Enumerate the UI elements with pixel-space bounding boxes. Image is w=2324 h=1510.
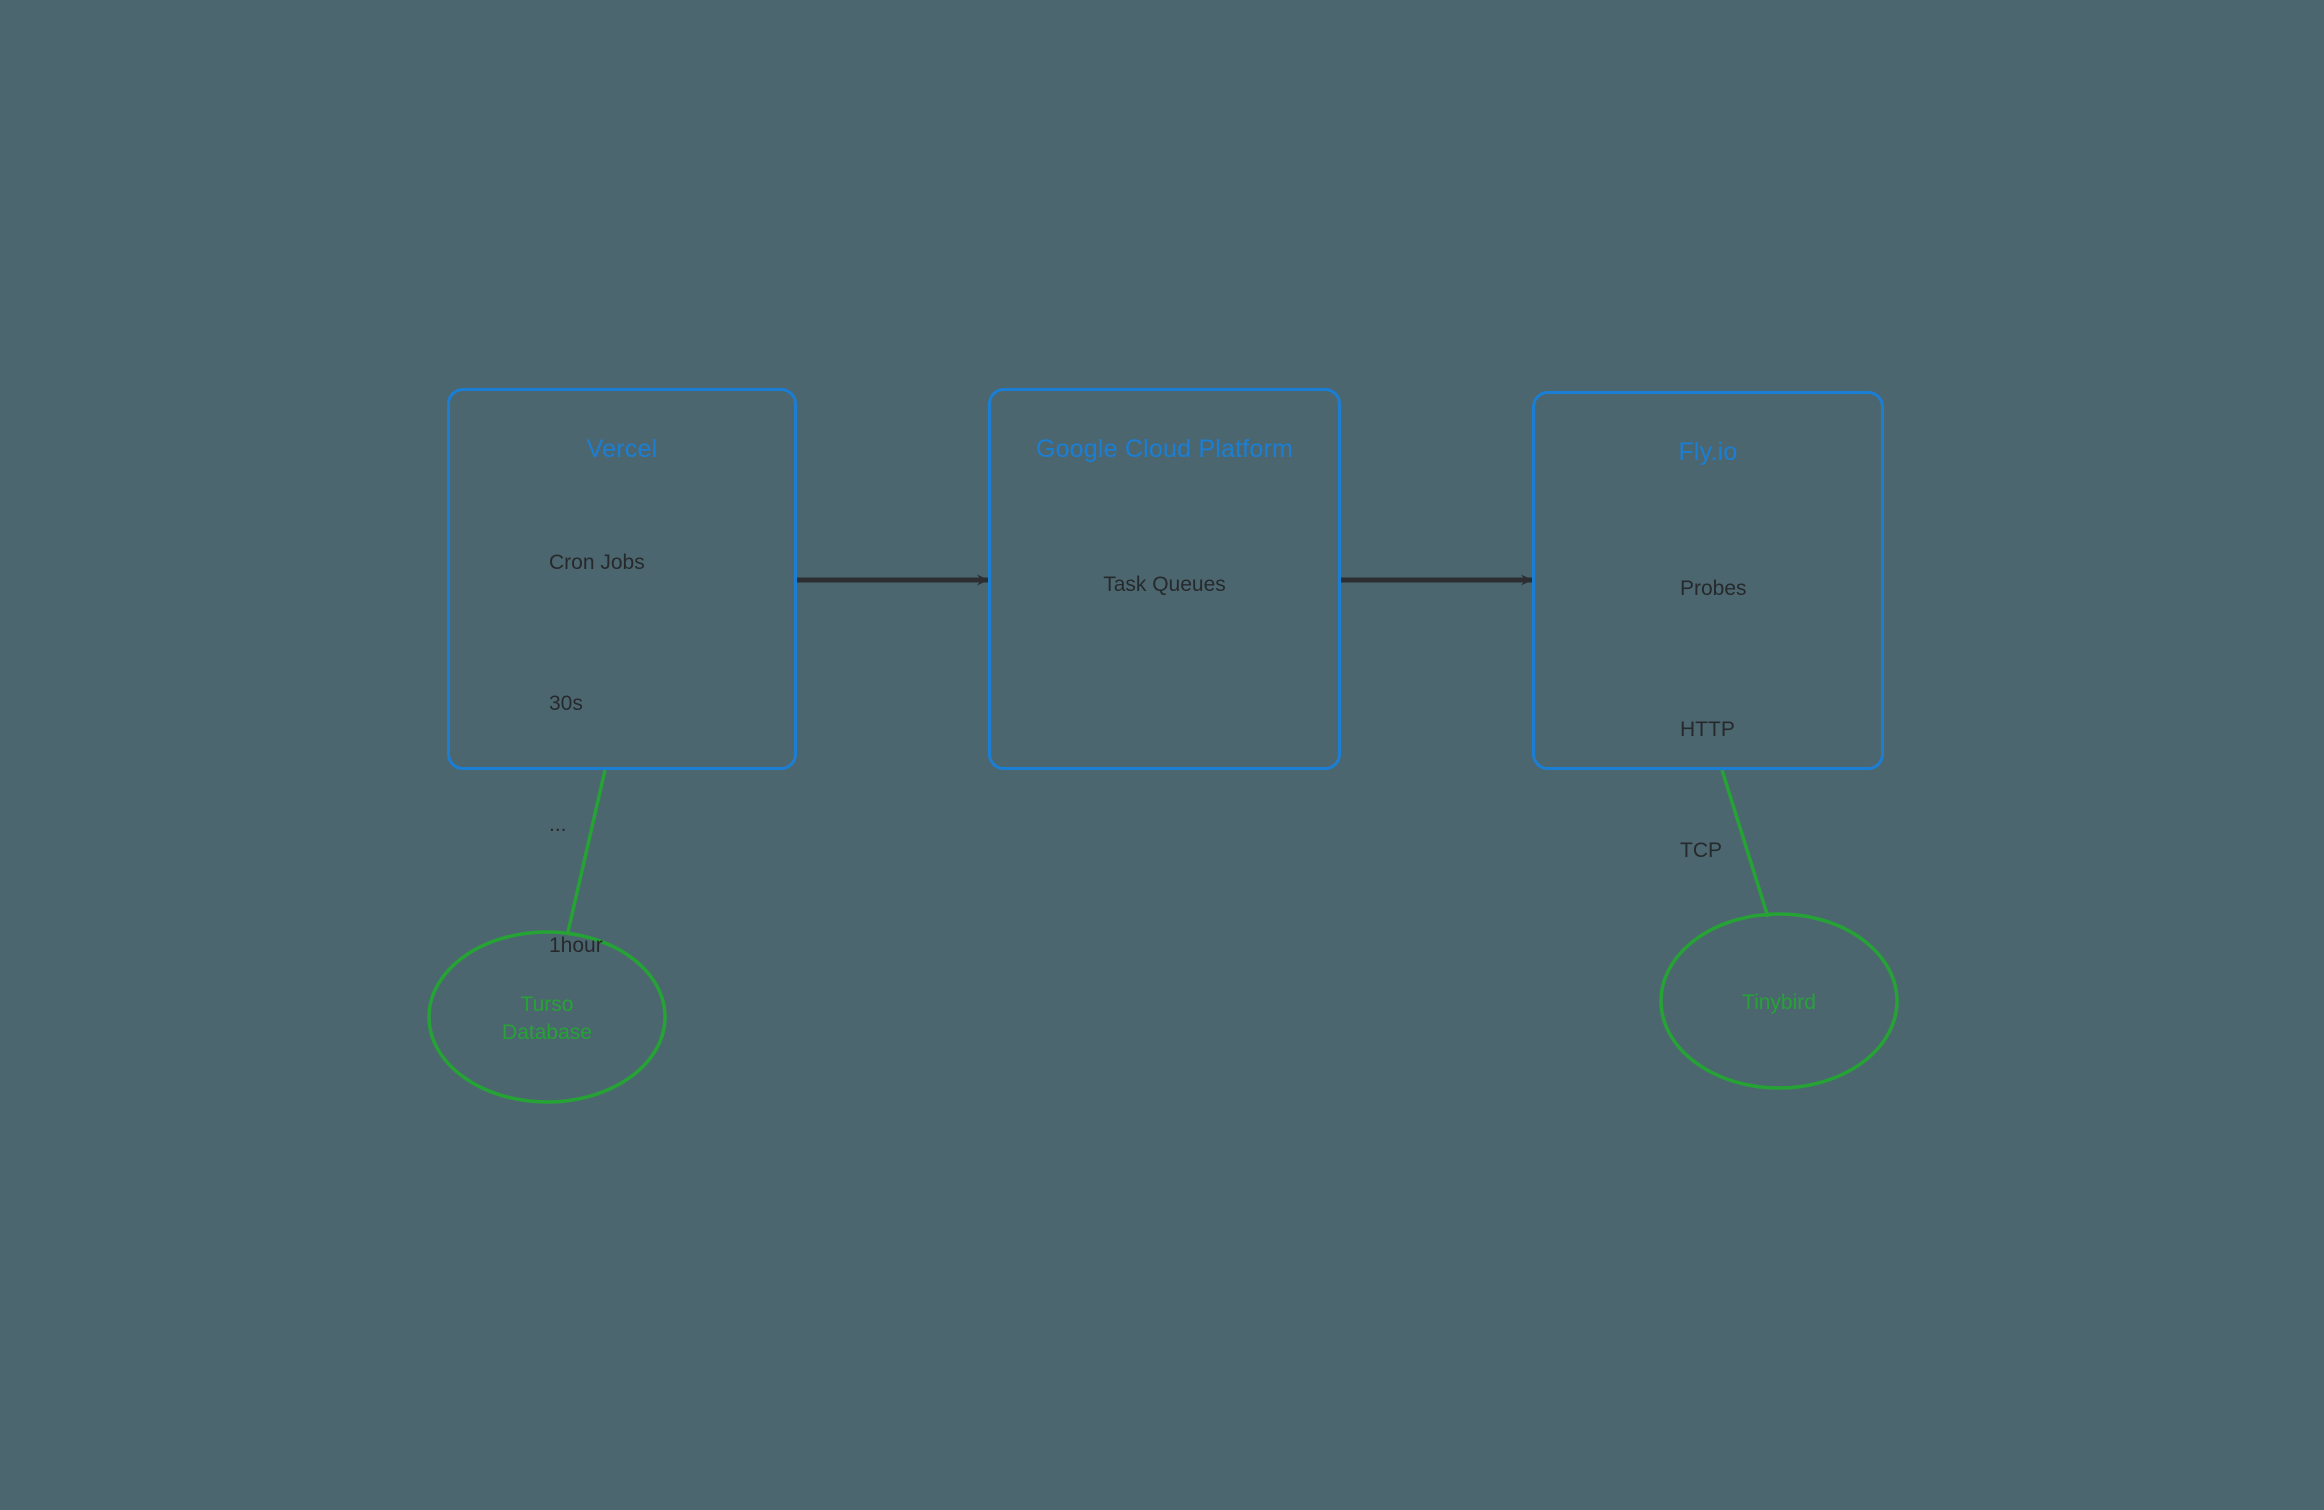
node-flyio-body: Probes HTTP TCP xyxy=(1680,536,1747,903)
spacer xyxy=(549,756,645,772)
node-vercel-body: Cron Jobs 30s ... 1hour xyxy=(549,510,645,998)
node-flyio-line-http: HTTP xyxy=(1680,718,1735,741)
spacer xyxy=(549,615,645,651)
spacer xyxy=(1680,782,1747,798)
node-vercel-line-1hour: 1hour xyxy=(549,934,603,957)
node-vercel[interactable]: Vercel Cron Jobs 30s ... 1hour xyxy=(447,388,797,956)
node-flyio[interactable]: Fly.io Probes HTTP TCP xyxy=(1532,391,1884,861)
node-flyio-line-probes: Probes xyxy=(1680,577,1747,600)
node-flyio-line-tcp: TCP xyxy=(1680,839,1722,862)
datastore-label-tinybird: Tinybird xyxy=(1742,991,1816,1014)
spacer xyxy=(549,877,645,893)
node-gcp[interactable]: Google Cloud Platform Task Queues xyxy=(988,388,1341,770)
node-vercel-line-ellipsis: ... xyxy=(549,813,567,836)
node-vercel-line-30s: 30s xyxy=(549,692,583,715)
datastore-label-turso: Turso Database xyxy=(502,993,592,1044)
datastore-ellipse-tinybird[interactable] xyxy=(1659,912,1899,1090)
node-vercel-line-cron-jobs: Cron Jobs xyxy=(549,551,645,574)
node-gcp-title: Google Cloud Platform xyxy=(1035,435,1294,463)
node-vercel-title: Vercel xyxy=(586,435,658,463)
node-gcp-line-task-queues: Task Queues xyxy=(1103,573,1226,596)
spacer xyxy=(1680,641,1747,677)
node-flyio-title: Fly.io xyxy=(1678,438,1738,466)
